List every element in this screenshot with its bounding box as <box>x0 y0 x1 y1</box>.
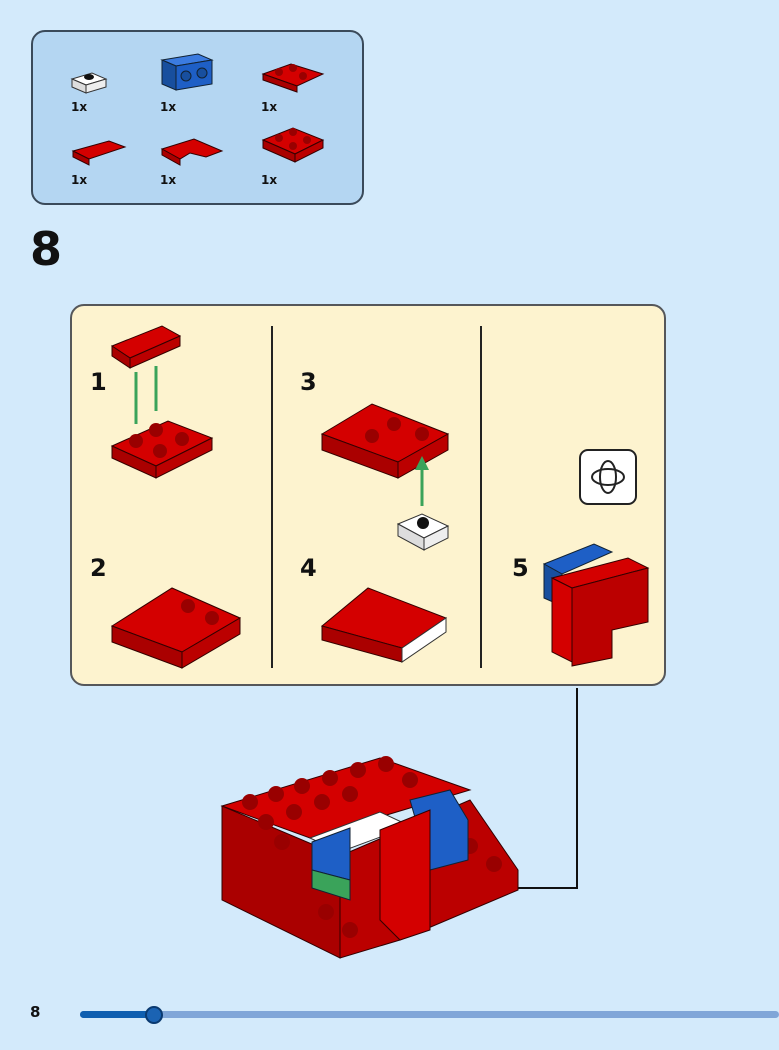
callout-line <box>432 688 578 889</box>
part-red-corner-tile: 1x <box>160 137 240 197</box>
part-qty: 1x <box>261 100 278 114</box>
progress-fill <box>80 1011 155 1018</box>
substep-label: 4 <box>300 554 317 582</box>
substep-label: 1 <box>90 368 107 396</box>
part-qty: 1x <box>71 173 88 187</box>
part-red-plate-2x2: 1x <box>261 124 341 187</box>
substep-label: 2 <box>90 554 107 582</box>
substep-label: 3 <box>300 368 317 396</box>
part-blue-brick: 1x <box>158 52 238 114</box>
substep-2-illustration <box>110 587 242 669</box>
part-red-tile: 1x <box>71 137 151 197</box>
divider <box>271 326 273 668</box>
part-white-plate: 1x <box>68 67 148 127</box>
step-number: 8 <box>30 222 63 276</box>
part-qty: 1x <box>160 173 177 187</box>
progress-knob[interactable] <box>145 1006 164 1024</box>
arrow-icon <box>429 873 461 903</box>
part-qty: 1x <box>261 173 278 187</box>
page-number: 8 <box>30 1003 41 1021</box>
part-qty: 1x <box>71 100 88 114</box>
substep-4-illustration <box>320 587 448 663</box>
part-red-corner-plate: 1x <box>261 60 341 120</box>
rotate-model-icon <box>579 449 637 505</box>
parts-list-panel: 1x 1x 1x 1x 1x 1x <box>31 30 364 205</box>
substeps-panel: 1 2 3 4 5 <box>70 304 666 686</box>
substep-illustrations <box>110 325 650 669</box>
divider <box>480 326 482 668</box>
substep-label: 5 <box>512 554 529 582</box>
progress-bar[interactable] <box>80 1006 779 1024</box>
substep-3-illustration <box>320 403 450 551</box>
substep-5-illustration <box>542 449 650 667</box>
part-qty: 1x <box>160 100 177 114</box>
substep-1-illustration <box>110 325 214 479</box>
